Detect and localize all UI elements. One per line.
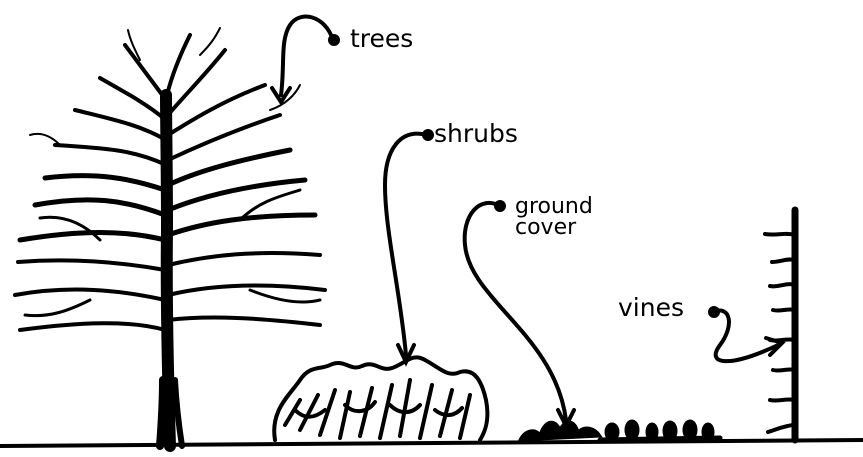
label-shrubs: shrubs xyxy=(434,121,518,146)
label-ground-cover-line1: ground xyxy=(515,196,593,217)
vines-illustration xyxy=(765,210,795,440)
label-vines: vines xyxy=(618,295,684,320)
label-ground-cover-line2: cover xyxy=(515,217,576,238)
pointer-trees xyxy=(272,17,338,102)
label-trees: trees xyxy=(350,26,413,51)
pointer-shrubs xyxy=(385,131,432,362)
shrubs-illustration xyxy=(274,357,487,440)
ground-line xyxy=(0,440,863,446)
tree-illustration xyxy=(15,28,325,446)
pointer-vines xyxy=(710,308,782,361)
ground-cover-illustration xyxy=(520,421,720,440)
